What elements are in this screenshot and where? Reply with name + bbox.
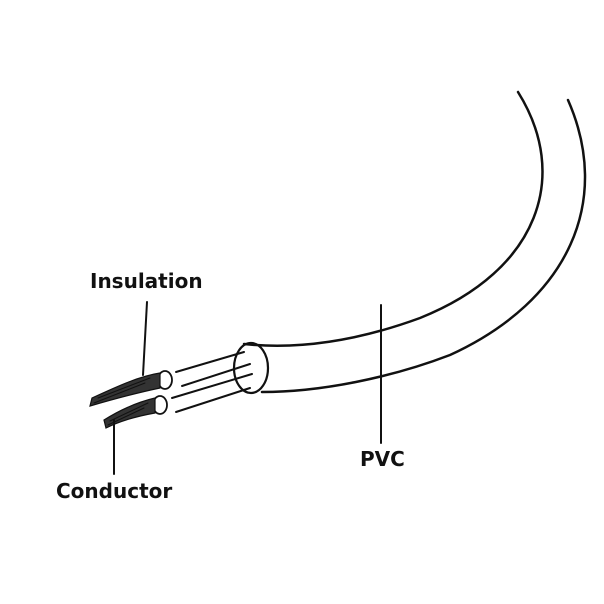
insulated-wire-upper: [157, 351, 251, 390]
insulation-label: Insulation: [90, 269, 203, 293]
insulation-leader: [142, 301, 148, 376]
conductor-label: Conductor: [56, 479, 172, 503]
conductor-strands-lower: [103, 397, 156, 429]
jacket-cut-end: [232, 341, 270, 395]
pvc-jacket: [242, 90, 587, 394]
pvc-label: PVC: [360, 447, 405, 471]
conductor-strands-upper: [89, 372, 161, 407]
